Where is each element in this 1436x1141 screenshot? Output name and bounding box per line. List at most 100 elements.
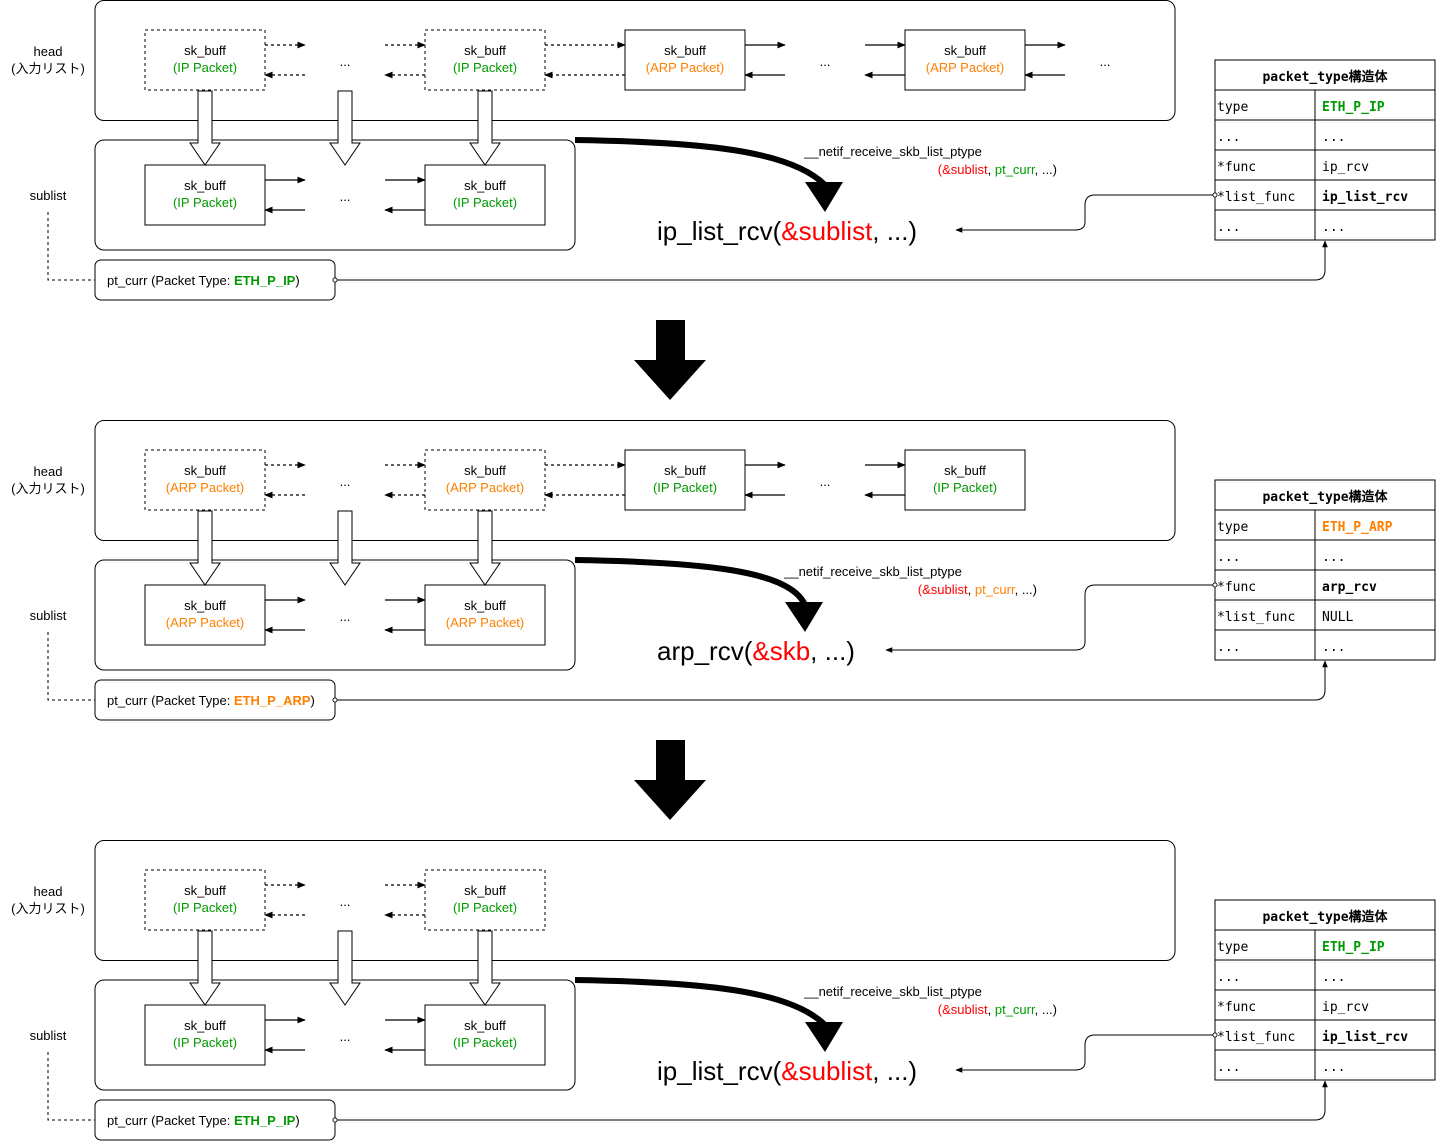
table-header: packet_type構造体 (1262, 489, 1388, 505)
table-value: ... (1322, 1060, 1345, 1075)
ellipsis: ... (340, 609, 351, 624)
ptype-function-label: __netif_receive_skb_list_ptype (783, 564, 962, 579)
head-sublabel: (入力リスト) (11, 901, 85, 916)
table-key: type (1217, 940, 1248, 955)
dispatch-curve-arrowhead (805, 1022, 843, 1052)
head-skbuff-node: sk_buff (IP Packet) (144, 29, 266, 91)
head-skbuff-node: sk_buff(IP Packet) (424, 869, 546, 931)
pt-curr-label: pt_curr (Packet Type: ETH_P_ARP) (107, 693, 315, 708)
packet-kind-label: (IP Packet) (173, 60, 237, 75)
next-step-arrow (634, 320, 706, 400)
table-value: ETH_P_ARP (1322, 520, 1393, 535)
table-row-ellipsis: ...... (1214, 209, 1436, 241)
packet-kind-label: (ARP Packet) (646, 60, 725, 75)
table-row-list-func: *list_func ip_list_rcv (1214, 1019, 1436, 1051)
sublist-skbuff-node: sk_buff (IP Packet) (424, 1004, 546, 1066)
table-header: packet_type構造体 (1262, 69, 1388, 85)
table-value: NULL (1322, 610, 1353, 625)
table-key: ... (1217, 550, 1240, 565)
packet-kind-label: (IP Packet) (453, 195, 517, 210)
ptype-args-label: (&sublist, pt_curr, ...) (938, 162, 1057, 177)
ptype-function-label: __netif_receive_skb_list_ptype (803, 144, 982, 159)
ellipsis: ... (1100, 54, 1111, 69)
dispatch-curve-arrow (574, 137, 828, 188)
skbuff-label: sk_buff (184, 883, 226, 898)
head-skbuff-node: sk_buff(IP Packet) (624, 449, 746, 511)
move-down-arrow (469, 930, 501, 1006)
skbuff-label: sk_buff (464, 43, 506, 58)
skbuff-label: sk_buff (184, 598, 226, 613)
table-key: *list_func (1217, 190, 1295, 205)
sublist-skbuff-node: sk_buff(ARP Packet) (144, 584, 266, 646)
table-key: ... (1217, 1060, 1240, 1075)
packet-kind-label: (ARP Packet) (446, 480, 525, 495)
sublist-label: sublist (30, 1028, 67, 1043)
move-down-arrow (189, 510, 221, 586)
ellipsis: ... (340, 189, 351, 204)
skbuff-label: sk_buff (184, 463, 226, 478)
table-key: type (1217, 100, 1248, 115)
table-value: ... (1322, 130, 1345, 145)
sublist-skbuff-node: sk_buff (ARP Packet) (424, 584, 546, 646)
table-value: ip_rcv (1322, 160, 1369, 175)
handler-reference-arrow (955, 1032, 1218, 1073)
table-value: arp_rcv (1322, 580, 1377, 595)
skbuff-label: sk_buff (464, 463, 506, 478)
packet-kind-label: (IP Packet) (173, 1035, 237, 1050)
table-key: type (1217, 520, 1248, 535)
handler-reference-arrow (955, 192, 1218, 233)
table-value: ... (1322, 550, 1345, 565)
packet-kind-label: (IP Packet) (453, 900, 517, 915)
table-value: ETH_P_IP (1322, 100, 1385, 115)
skbuff-label: sk_buff (664, 43, 706, 58)
head-skbuff-node: sk_buff(IP Packet) (144, 869, 266, 931)
skbuff-label: sk_buff (464, 598, 506, 613)
table-row-type: type ETH_P_IP (1214, 89, 1436, 121)
ptcurr-table-arrow (332, 240, 1328, 283)
table-key: ... (1217, 970, 1240, 985)
skbuff-label: sk_buff (184, 178, 226, 193)
ptcurr-table-arrow (332, 1080, 1328, 1123)
table-value: ... (1322, 640, 1345, 655)
ellipsis: ... (340, 54, 351, 69)
table-key: *func (1217, 1000, 1256, 1015)
packet-kind-label: (ARP Packet) (446, 615, 525, 630)
table-row-ellipsis: ...... (1214, 629, 1436, 661)
skbuff-label: sk_buff (184, 43, 226, 58)
packet-kind-label: (ARP Packet) (926, 60, 1005, 75)
sublist-skbuff-node: sk_buff(IP Packet) (144, 1004, 266, 1066)
table-row-type: type ETH_P_IP (1214, 929, 1436, 961)
sublist-skbuff-node: sk_buff (IP Packet) (424, 164, 546, 226)
packet-kind-label: (IP Packet) (173, 195, 237, 210)
head-skbuff-node: sk_buff(ARP Packet) (144, 449, 266, 511)
skbuff-label: sk_buff (464, 178, 506, 193)
ptcurr-table-arrow (332, 660, 1328, 703)
head-sublabel: (入力リスト) (11, 61, 85, 76)
skbuff-label: sk_buff (464, 1018, 506, 1033)
pt-curr-label: pt_curr (Packet Type: ETH_P_IP) (107, 273, 300, 288)
head-skbuff-node: sk_buff(IP Packet) (424, 29, 546, 91)
head-sublabel: (入力リスト) (11, 481, 85, 496)
ellipsis: ... (340, 1029, 351, 1044)
packet-kind-label: (IP Packet) (453, 1035, 517, 1050)
head-label: head (34, 884, 63, 899)
head-skbuff-node: sk_buff (ARP Packet) (624, 29, 746, 91)
skbuff-label: sk_buff (664, 463, 706, 478)
next-step-arrow (634, 740, 706, 820)
table-value: ETH_P_IP (1322, 940, 1385, 955)
handler-call-label: arp_rcv(&skb, ...) (657, 636, 855, 666)
handler-call-label: ip_list_rcv(&sublist, ...) (657, 216, 917, 246)
table-key: *list_func (1217, 1030, 1295, 1045)
ellipsis: ... (340, 474, 351, 489)
move-down-arrow (329, 510, 361, 586)
pt-curr-label: pt_curr (Packet Type: ETH_P_IP) (107, 1113, 300, 1128)
table-value: ip_list_rcv (1322, 1030, 1408, 1045)
handler-call-label: ip_list_rcv(&sublist, ...) (657, 1056, 917, 1086)
head-list-container (94, 840, 1176, 961)
